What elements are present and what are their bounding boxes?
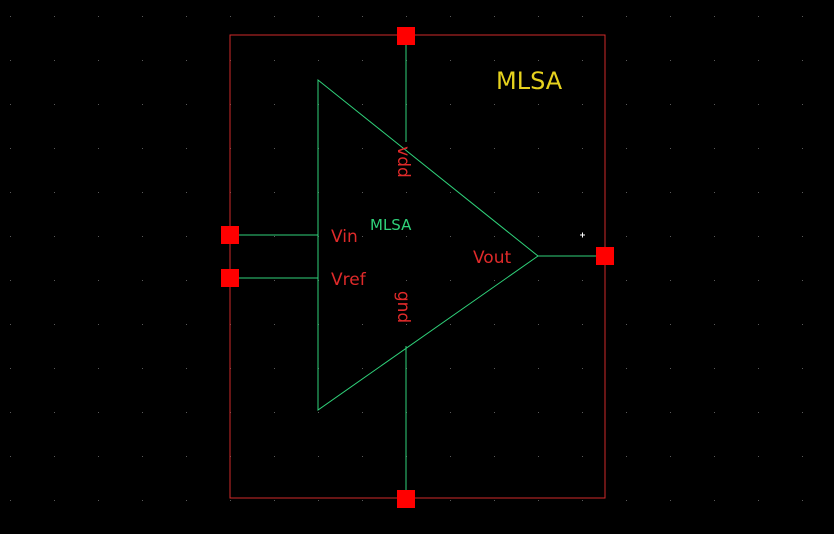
gnd-label: gnd [393, 291, 413, 323]
vref-label: Vref [331, 270, 367, 290]
amplifier-triangle[interactable] [317, 78, 539, 411]
vdd-label: vdd [393, 146, 413, 178]
cell-name-label: MLSA [496, 67, 563, 95]
instance-label: MLSA [370, 216, 412, 234]
vin-label: Vin [331, 227, 358, 247]
vin-pin[interactable] [221, 226, 239, 244]
origin-marker-icon [580, 232, 585, 238]
gnd-pin[interactable] [397, 490, 415, 508]
vout-label: Vout [473, 248, 511, 268]
vdd-pin[interactable] [397, 27, 415, 45]
symbol-boundary[interactable] [229, 34, 606, 499]
vref-pin[interactable] [221, 269, 239, 287]
vout-pin[interactable] [596, 247, 614, 265]
